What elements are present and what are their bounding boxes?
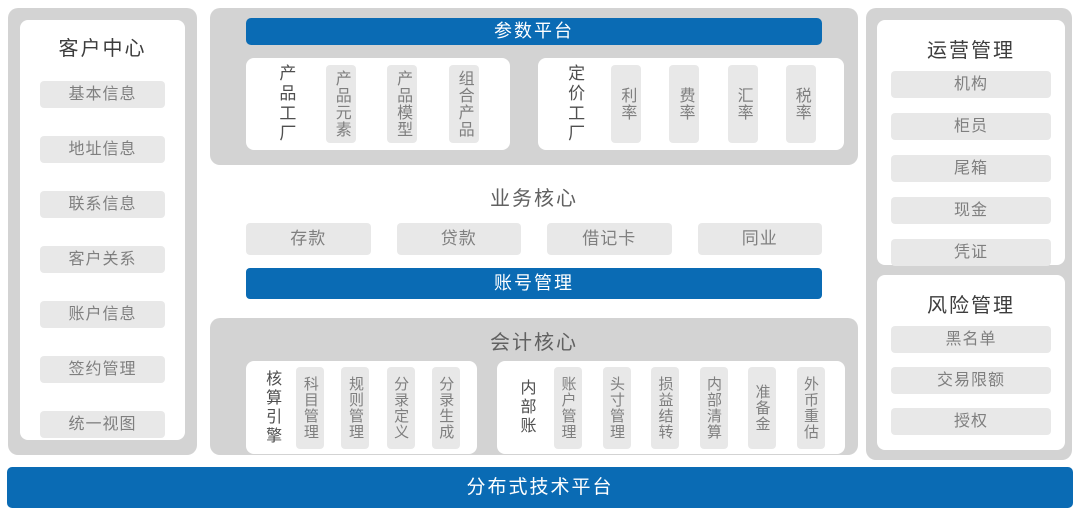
business-core-section: 业务核心 存款 贷款 借记卡 同业 账号管理 xyxy=(210,165,858,299)
operations-mgmt-title: 运营管理 xyxy=(927,40,1015,62)
accounting-engine-card: 核算引擎 科目管理 规则管理 分录定义 分录生成 xyxy=(246,361,477,454)
list-item: 机构 xyxy=(891,71,1051,98)
risk-mgmt-title: 风险管理 xyxy=(927,295,1015,317)
list-item: 客户关系 xyxy=(40,246,165,273)
customer-center-card: 客户中心 基本信息 地址信息 联系信息 客户关系 账户信息 签约管理 统一视图 xyxy=(20,20,185,440)
list-item: 存款 xyxy=(246,223,371,255)
account-mgmt-bar: 账号管理 xyxy=(246,268,822,299)
list-item: 尾箱 xyxy=(891,155,1051,182)
list-item: 借记卡 xyxy=(547,223,672,255)
pricing-factory-card: 定价工厂 利率 费率 汇率 税率 xyxy=(538,58,844,150)
right-management-panel: 运营管理 机构 柜员 尾箱 现金 凭证 风险管理 黑名单 交易限额 授权 xyxy=(866,8,1072,460)
internal-account-label: 内部账 xyxy=(517,379,535,436)
list-item: 规则管理 xyxy=(341,366,370,449)
list-item: 税率 xyxy=(785,65,816,143)
list-item: 组合产品 xyxy=(448,65,479,143)
list-item: 联系信息 xyxy=(40,191,165,218)
list-item: 贷款 xyxy=(396,223,521,255)
business-core-title: 业务核心 xyxy=(490,188,578,210)
accounting-core-section: 会计核心 核算引擎 科目管理 规则管理 分录定义 分录生成 内部账 账户管理 头… xyxy=(210,318,858,455)
business-core-items: 存款 贷款 借记卡 同业 xyxy=(246,223,822,255)
list-item: 汇率 xyxy=(727,65,758,143)
list-item: 统一视图 xyxy=(40,411,165,438)
list-item: 账户管理 xyxy=(554,366,582,449)
list-item: 头寸管理 xyxy=(602,366,631,449)
risk-mgmt-items: 黑名单 交易限额 授权 xyxy=(877,326,1065,435)
list-item: 内部清算 xyxy=(699,366,728,449)
list-item: 交易限额 xyxy=(891,367,1051,394)
list-item: 损益结转 xyxy=(651,366,679,449)
list-item: 产品元素 xyxy=(325,65,356,143)
list-item: 现金 xyxy=(891,197,1051,224)
product-factory-card: 产品工厂 产品元素 产品模型 组合产品 xyxy=(246,58,510,150)
list-item: 账户信息 xyxy=(40,301,165,328)
customer-center-title: 客户中心 xyxy=(58,38,147,60)
list-item: 费率 xyxy=(669,65,700,143)
distributed-platform-bar: 分布式技术平台 xyxy=(7,467,1073,508)
internal-account-card: 内部账 账户管理 头寸管理 损益结转 内部清算 准备金 外币重估 xyxy=(497,361,845,454)
list-item: 黑名单 xyxy=(891,326,1051,353)
list-item: 柜员 xyxy=(891,113,1051,140)
product-factory-label: 产品工厂 xyxy=(276,64,296,144)
operations-mgmt-card: 运营管理 机构 柜员 尾箱 现金 凭证 xyxy=(877,20,1065,266)
list-item: 分录定义 xyxy=(386,366,415,449)
list-item: 利率 xyxy=(611,65,642,143)
pricing-factory-label: 定价工厂 xyxy=(565,64,585,144)
list-item: 授权 xyxy=(891,408,1051,435)
param-platform-header: 参数平台 xyxy=(246,18,822,45)
list-item: 分录生成 xyxy=(431,366,460,449)
customer-center-items: 基本信息 地址信息 联系信息 客户关系 账户信息 签约管理 统一视图 xyxy=(20,81,185,438)
list-item: 地址信息 xyxy=(40,136,165,163)
list-item: 基本信息 xyxy=(40,81,165,108)
list-item: 准备金 xyxy=(748,366,776,449)
factory-row: 产品工厂 产品元素 产品模型 组合产品 定价工厂 利率 费率 汇率 税率 xyxy=(246,58,844,150)
accounting-engine-label: 核算引擎 xyxy=(263,369,281,446)
list-item: 凭证 xyxy=(891,239,1051,266)
risk-mgmt-card: 风险管理 黑名单 交易限额 授权 xyxy=(877,275,1065,450)
list-item: 科目管理 xyxy=(296,366,325,449)
customer-center-panel: 客户中心 基本信息 地址信息 联系信息 客户关系 账户信息 签约管理 统一视图 xyxy=(8,8,197,455)
list-item: 同业 xyxy=(697,223,822,255)
list-item: 产品模型 xyxy=(387,65,418,143)
accounting-row: 核算引擎 科目管理 规则管理 分录定义 分录生成 内部账 账户管理 头寸管理 损… xyxy=(246,361,845,454)
param-platform-section: 参数平台 产品工厂 产品元素 产品模型 组合产品 定价工厂 利率 费率 汇率 税… xyxy=(210,8,858,165)
operations-mgmt-items: 机构 柜员 尾箱 现金 凭证 xyxy=(877,71,1065,266)
list-item: 签约管理 xyxy=(40,356,165,383)
accounting-core-title: 会计核心 xyxy=(490,332,578,354)
list-item: 外币重估 xyxy=(796,366,825,449)
